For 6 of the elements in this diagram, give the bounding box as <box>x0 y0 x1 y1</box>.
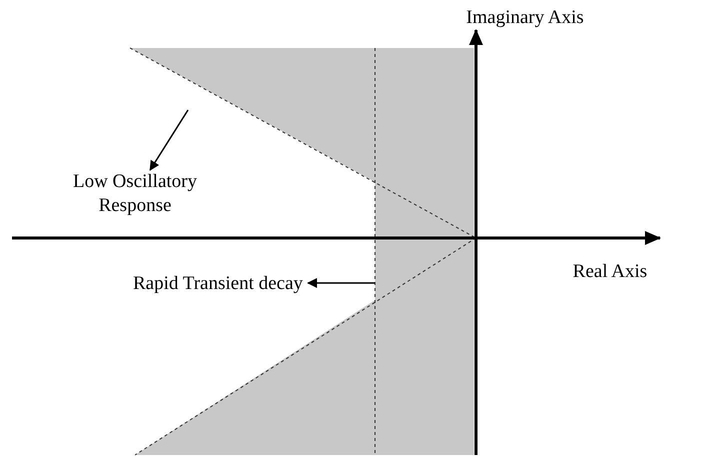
axis-label: Imaginary Axis <box>465 6 585 30</box>
axis-label: Real Axis <box>572 260 648 284</box>
arrow <box>150 110 189 171</box>
annotation-text: Low Oscillatory Response <box>50 170 220 218</box>
annotation-text: Rapid Transient decay <box>133 272 308 296</box>
arrow <box>307 278 375 288</box>
